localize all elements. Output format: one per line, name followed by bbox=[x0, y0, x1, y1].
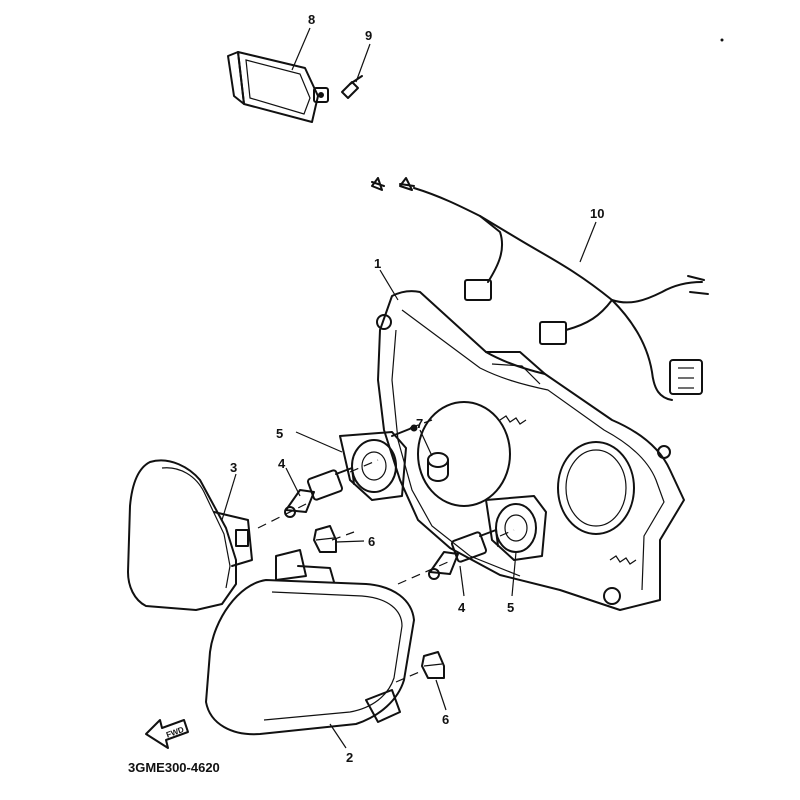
callout-labels: 8 9 10 1 5 4 3 7 6 4 5 6 2 bbox=[230, 12, 604, 765]
callout-6-lower: 6 bbox=[442, 712, 449, 727]
callout-3: 3 bbox=[230, 460, 237, 475]
lens-unit-lower bbox=[205, 549, 415, 736]
callout-10: 10 bbox=[590, 206, 604, 221]
callout-6-upper: 6 bbox=[368, 534, 375, 549]
headlight-housing bbox=[376, 290, 685, 611]
wiring-harness bbox=[371, 177, 709, 401]
bulb-socket-upper bbox=[339, 424, 418, 501]
forward-arrow-icon: FWD bbox=[145, 719, 189, 749]
callout-5-lower: 5 bbox=[507, 600, 514, 615]
lens-unit-upper bbox=[127, 459, 253, 611]
bulb-socket-lower bbox=[485, 495, 547, 561]
assembly-lines bbox=[257, 419, 515, 683]
bulb-lower bbox=[428, 529, 499, 580]
leader-lines bbox=[221, 27, 597, 749]
diagram-code: 3GME300-4620 bbox=[128, 760, 220, 775]
callout-4-lower: 4 bbox=[458, 600, 466, 615]
callout-5-upper: 5 bbox=[276, 426, 283, 441]
callout-1: 1 bbox=[374, 256, 381, 271]
callout-4-upper: 4 bbox=[278, 456, 286, 471]
grommet-7 bbox=[427, 452, 449, 482]
callout-2: 2 bbox=[346, 750, 353, 765]
position-light bbox=[227, 51, 329, 123]
screw-9 bbox=[341, 75, 363, 99]
bulb-upper bbox=[284, 467, 355, 518]
callout-9: 9 bbox=[365, 28, 372, 43]
clip-6-upper bbox=[313, 525, 337, 553]
callout-8: 8 bbox=[308, 12, 315, 27]
callout-7: 7 bbox=[416, 416, 423, 431]
clip-6-lower bbox=[421, 651, 445, 679]
speck-dot bbox=[720, 38, 724, 42]
